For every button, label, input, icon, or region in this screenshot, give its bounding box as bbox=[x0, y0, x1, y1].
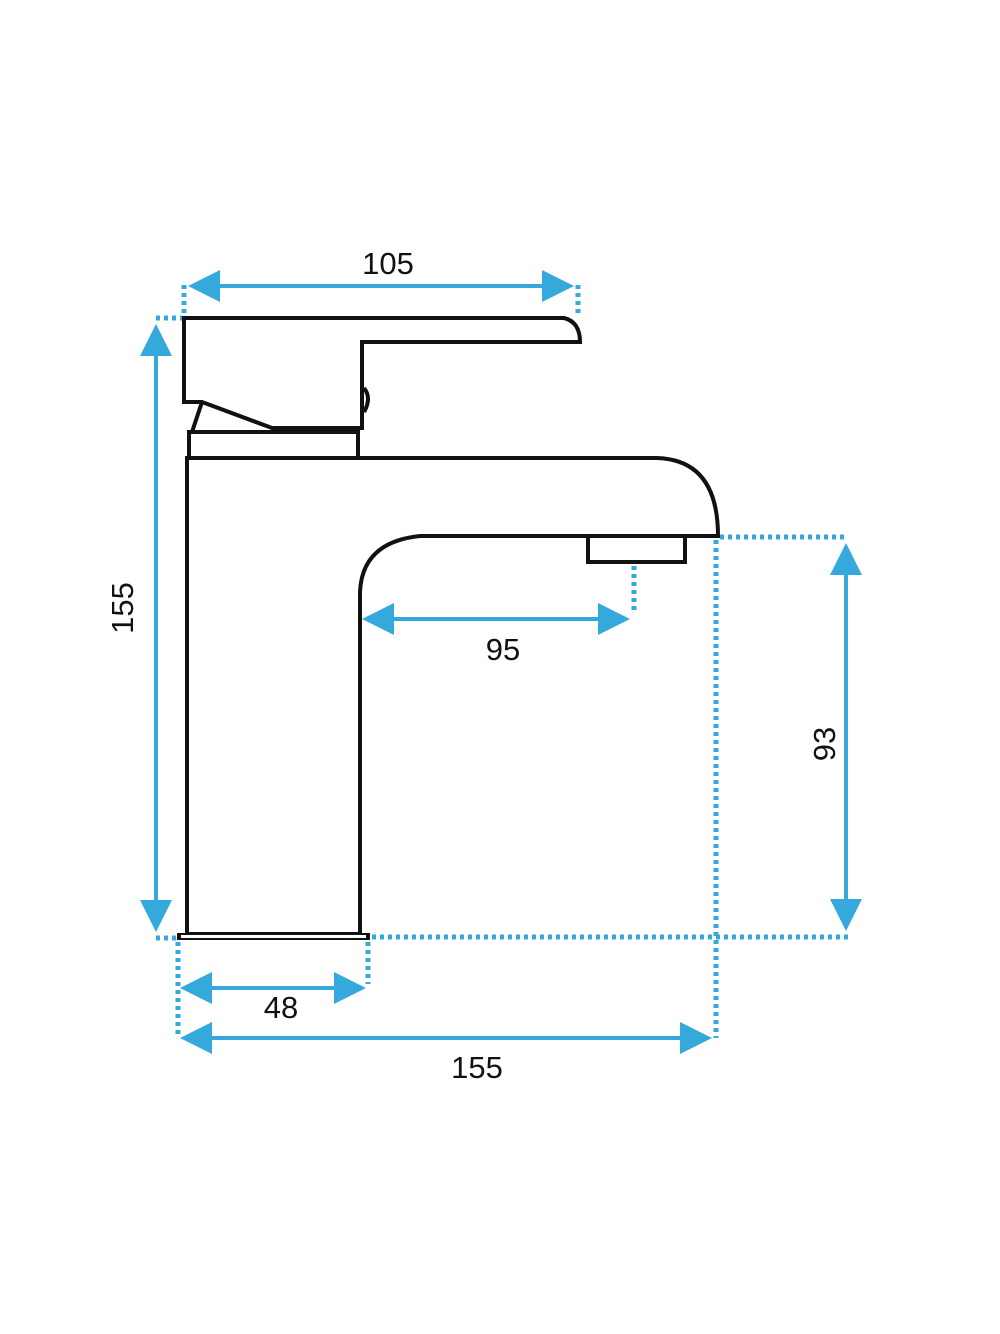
handle-knob bbox=[362, 386, 370, 413]
faucet-body bbox=[185, 456, 721, 936]
label-spout-reach: 95 bbox=[486, 632, 520, 667]
handle-collar bbox=[187, 430, 360, 460]
label-total-height: 155 bbox=[105, 582, 140, 634]
label-handle-width: 105 bbox=[362, 246, 414, 281]
aerator bbox=[586, 534, 687, 564]
handle-lever bbox=[182, 316, 583, 430]
label-base-width: 48 bbox=[264, 990, 298, 1025]
label-spout-height: 93 bbox=[807, 727, 842, 761]
dimension-lines bbox=[140, 270, 862, 1054]
handle-hinge bbox=[190, 401, 204, 433]
label-total-length: 155 bbox=[451, 1050, 503, 1085]
base-plate-inner bbox=[181, 935, 366, 938]
faucet-outline bbox=[177, 316, 721, 940]
